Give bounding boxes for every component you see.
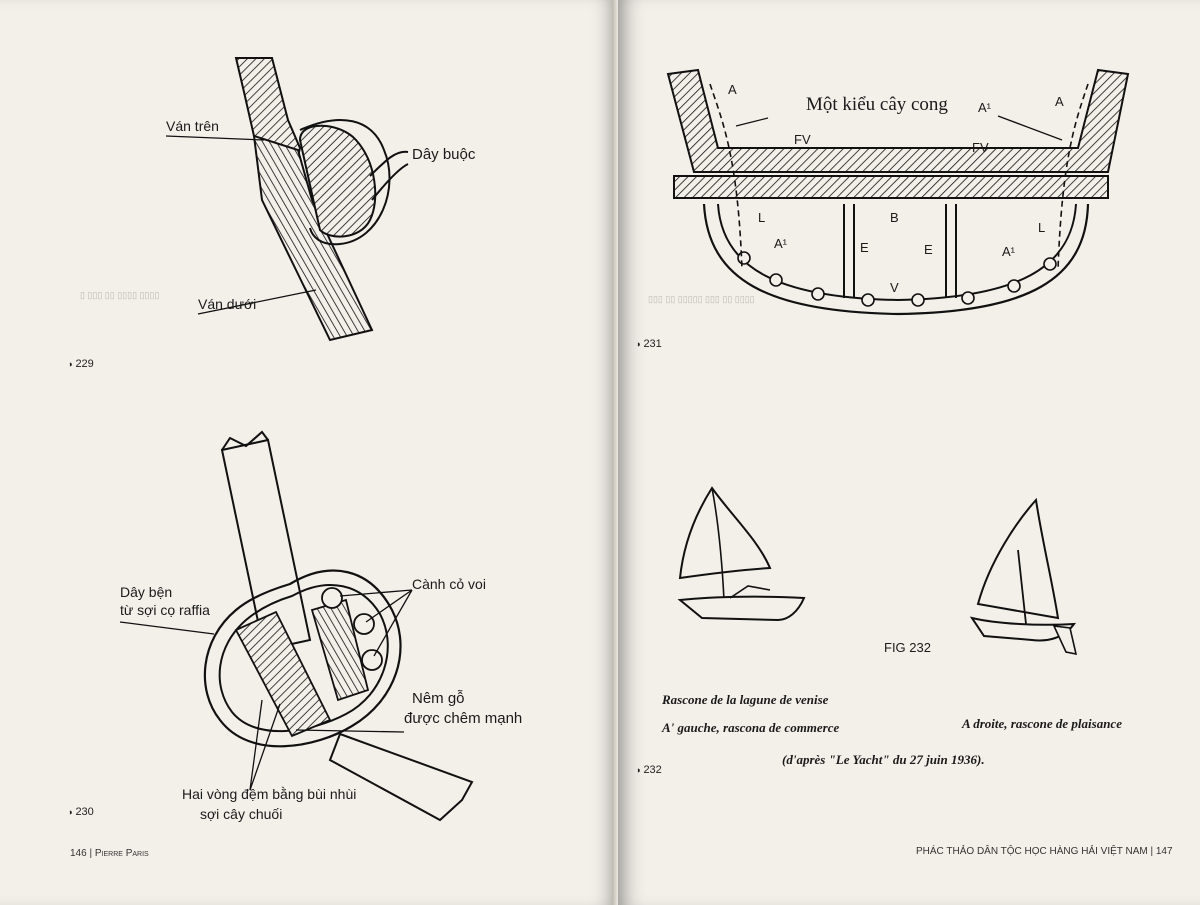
- page-number-left: 146: [70, 848, 87, 859]
- label-fv-left: FV: [794, 132, 811, 147]
- footer-separator: |: [89, 848, 95, 859]
- figure-number-232: 232: [636, 764, 661, 776]
- label-rings-1: Hai vòng đệm bằng bùi nhùi: [182, 786, 357, 802]
- show-through-text: ▯▯▯ ▯▯ ▯▯▯▯▯ ▯▯▯ ▯▯ ▯▯▯▯: [648, 294, 755, 304]
- right-page-footer: PHÁC THẢO DÂN TỘC HỌC HÀNG HẢI VIỆT NAM …: [916, 846, 1173, 857]
- label-raffia-1: Dây bện: [120, 584, 173, 600]
- fig232-caption-line1: Rascone de la lagune de venise: [662, 692, 829, 707]
- label-upper-plank: Ván trên: [166, 118, 219, 134]
- show-through-text: ▯ ▯▯▯ ▯▯ ▯▯▯▯ ▯▯▯▯: [80, 290, 160, 300]
- label-binding: Dây buộc: [412, 146, 476, 163]
- figure-number-229: 229: [68, 358, 93, 370]
- fig232-label: FIG 232: [884, 640, 931, 655]
- label-a-right: A: [1055, 94, 1064, 109]
- footer-author: Pierre Paris: [94, 848, 149, 859]
- figure-number-231: 231: [636, 338, 661, 350]
- fig232-caption-line2: A' gauche, rascona de commerce: [662, 720, 840, 735]
- fig232-source: (d'après "Le Yacht" du 27 juin 1936).: [782, 752, 985, 767]
- label-l-left: L: [758, 210, 766, 225]
- label-e-right: E: [924, 242, 933, 257]
- label-l-right: L: [1038, 220, 1046, 235]
- label-elephant-grass: Cành cỏ voi: [412, 576, 486, 592]
- fig231-drawing: [666, 68, 1130, 316]
- label-wedge-1: Nêm gỗ: [412, 690, 465, 707]
- label-raffia-2: từ sợi cọ raffia: [120, 602, 210, 618]
- label-wedge-2: được chêm mạnh: [404, 710, 523, 727]
- label-a1-top: A¹: [978, 100, 991, 115]
- label-e-left: E: [860, 240, 869, 255]
- figure-number-230: 230: [68, 806, 93, 818]
- page-number-right: 147: [1155, 846, 1173, 857]
- fig230-drawing: [119, 430, 474, 822]
- fig232-drawing: [677, 486, 1078, 656]
- label-rings-2: sợi cây chuối: [200, 806, 283, 822]
- right-page-drawings: [666, 68, 1130, 656]
- label-b: B: [890, 210, 899, 225]
- left-page-drawings: [119, 57, 474, 822]
- label-fv-right: FV: [972, 140, 989, 155]
- label-v: V: [890, 280, 899, 295]
- fig229-drawing: [165, 57, 409, 342]
- label-lower-plank: Ván dưới: [198, 296, 257, 312]
- left-page-footer: 146 | Pierre Paris: [70, 848, 149, 859]
- label-a1-bottom-left: A¹: [774, 236, 787, 251]
- footer-running-title: PHÁC THẢO DÂN TỘC HỌC HÀNG HẢI VIỆT NAM: [916, 846, 1148, 857]
- fig231-title: Một kiểu cây cong: [806, 94, 948, 115]
- footer-separator: |: [1150, 846, 1156, 857]
- label-a1-bottom-right: A¹: [1002, 244, 1015, 259]
- label-a-left: A: [728, 82, 737, 97]
- left-page: ▯ ▯▯▯ ▯▯ ▯▯▯▯ ▯▯▯▯: [0, 0, 618, 905]
- right-page: ▯▯▯ ▯▯ ▯▯▯▯▯ ▯▯▯ ▯▯ ▯▯▯▯: [618, 0, 1200, 905]
- fig232-caption-right: A droite, rascone de plaisance: [962, 716, 1122, 731]
